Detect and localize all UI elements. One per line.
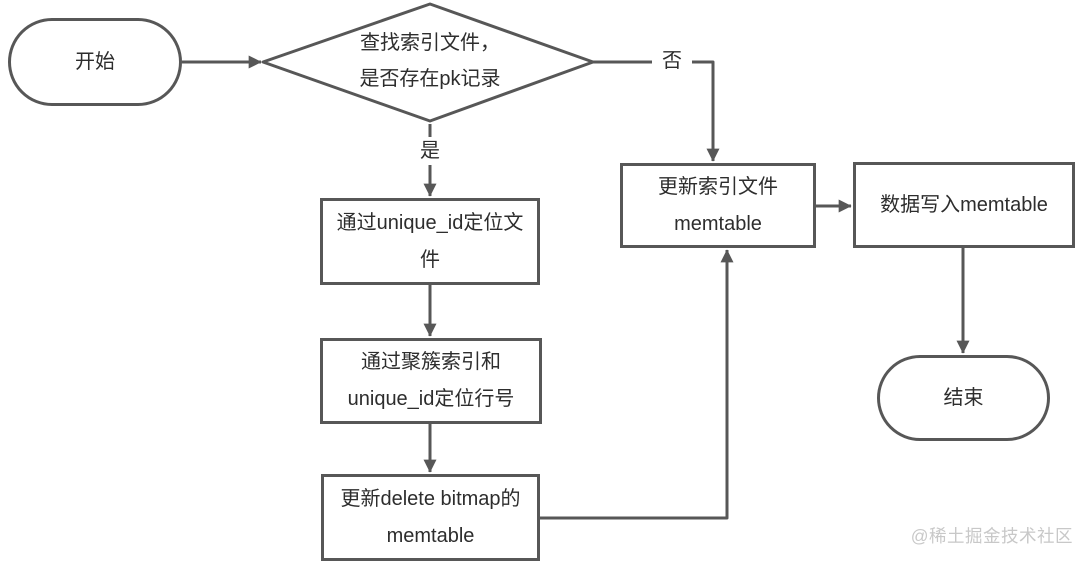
node-end: 结束 [877, 355, 1050, 441]
node-decision-line1: 查找索引文件， [360, 32, 500, 54]
node-update-bitmap-line1: 更新delete bitmap的 [340, 487, 521, 510]
edge-label-no-text: 否 [662, 50, 682, 72]
node-update-index: 更新索引文件 memtable [620, 163, 816, 248]
node-update-index-line1: 更新索引文件 [658, 175, 778, 198]
node-decision-line2: 是否存在pk记录 [359, 68, 501, 90]
node-update-bitmap: 更新delete bitmap的 memtable [321, 474, 540, 561]
node-decision: 查找索引文件， 是否存在pk记录 [295, 25, 565, 97]
node-locate-row-line1: 通过聚簇索引和 [361, 351, 501, 373]
node-locate-row-line2: unique_id定位行号 [347, 388, 515, 410]
node-start-label: 开始 [75, 50, 115, 73]
node-write-memtable: 数据写入memtable [853, 162, 1075, 248]
node-write-memtable-label: 数据写入memtable [880, 193, 1048, 216]
watermark: @稀土掘金技术社区 [895, 523, 1073, 548]
node-update-bitmap-line2: memtable [386, 524, 475, 547]
edge-label-yes: 是 [408, 137, 452, 165]
node-locate-row: 通过聚簇索引和 unique_id定位行号 [320, 338, 542, 424]
node-locate-file-line1: 通过unique_id定位文 [336, 211, 524, 234]
node-update-index-line2: memtable [674, 212, 762, 235]
node-end-label: 结束 [943, 386, 984, 409]
watermark-text: @稀土掘金技术社区 [910, 526, 1073, 546]
edge-label-no: 否 [652, 47, 692, 75]
node-locate-file: 通过unique_id定位文 件 [320, 198, 540, 285]
decision-diamond-shape [261, 2, 595, 123]
edge-update-bitmap-to-update-index [540, 249, 734, 520]
node-locate-file-line2: 件 [420, 248, 440, 271]
node-start: 开始 [8, 18, 182, 106]
edge-decision-to-update-index [593, 60, 720, 162]
edge-label-yes-text: 是 [420, 140, 440, 162]
